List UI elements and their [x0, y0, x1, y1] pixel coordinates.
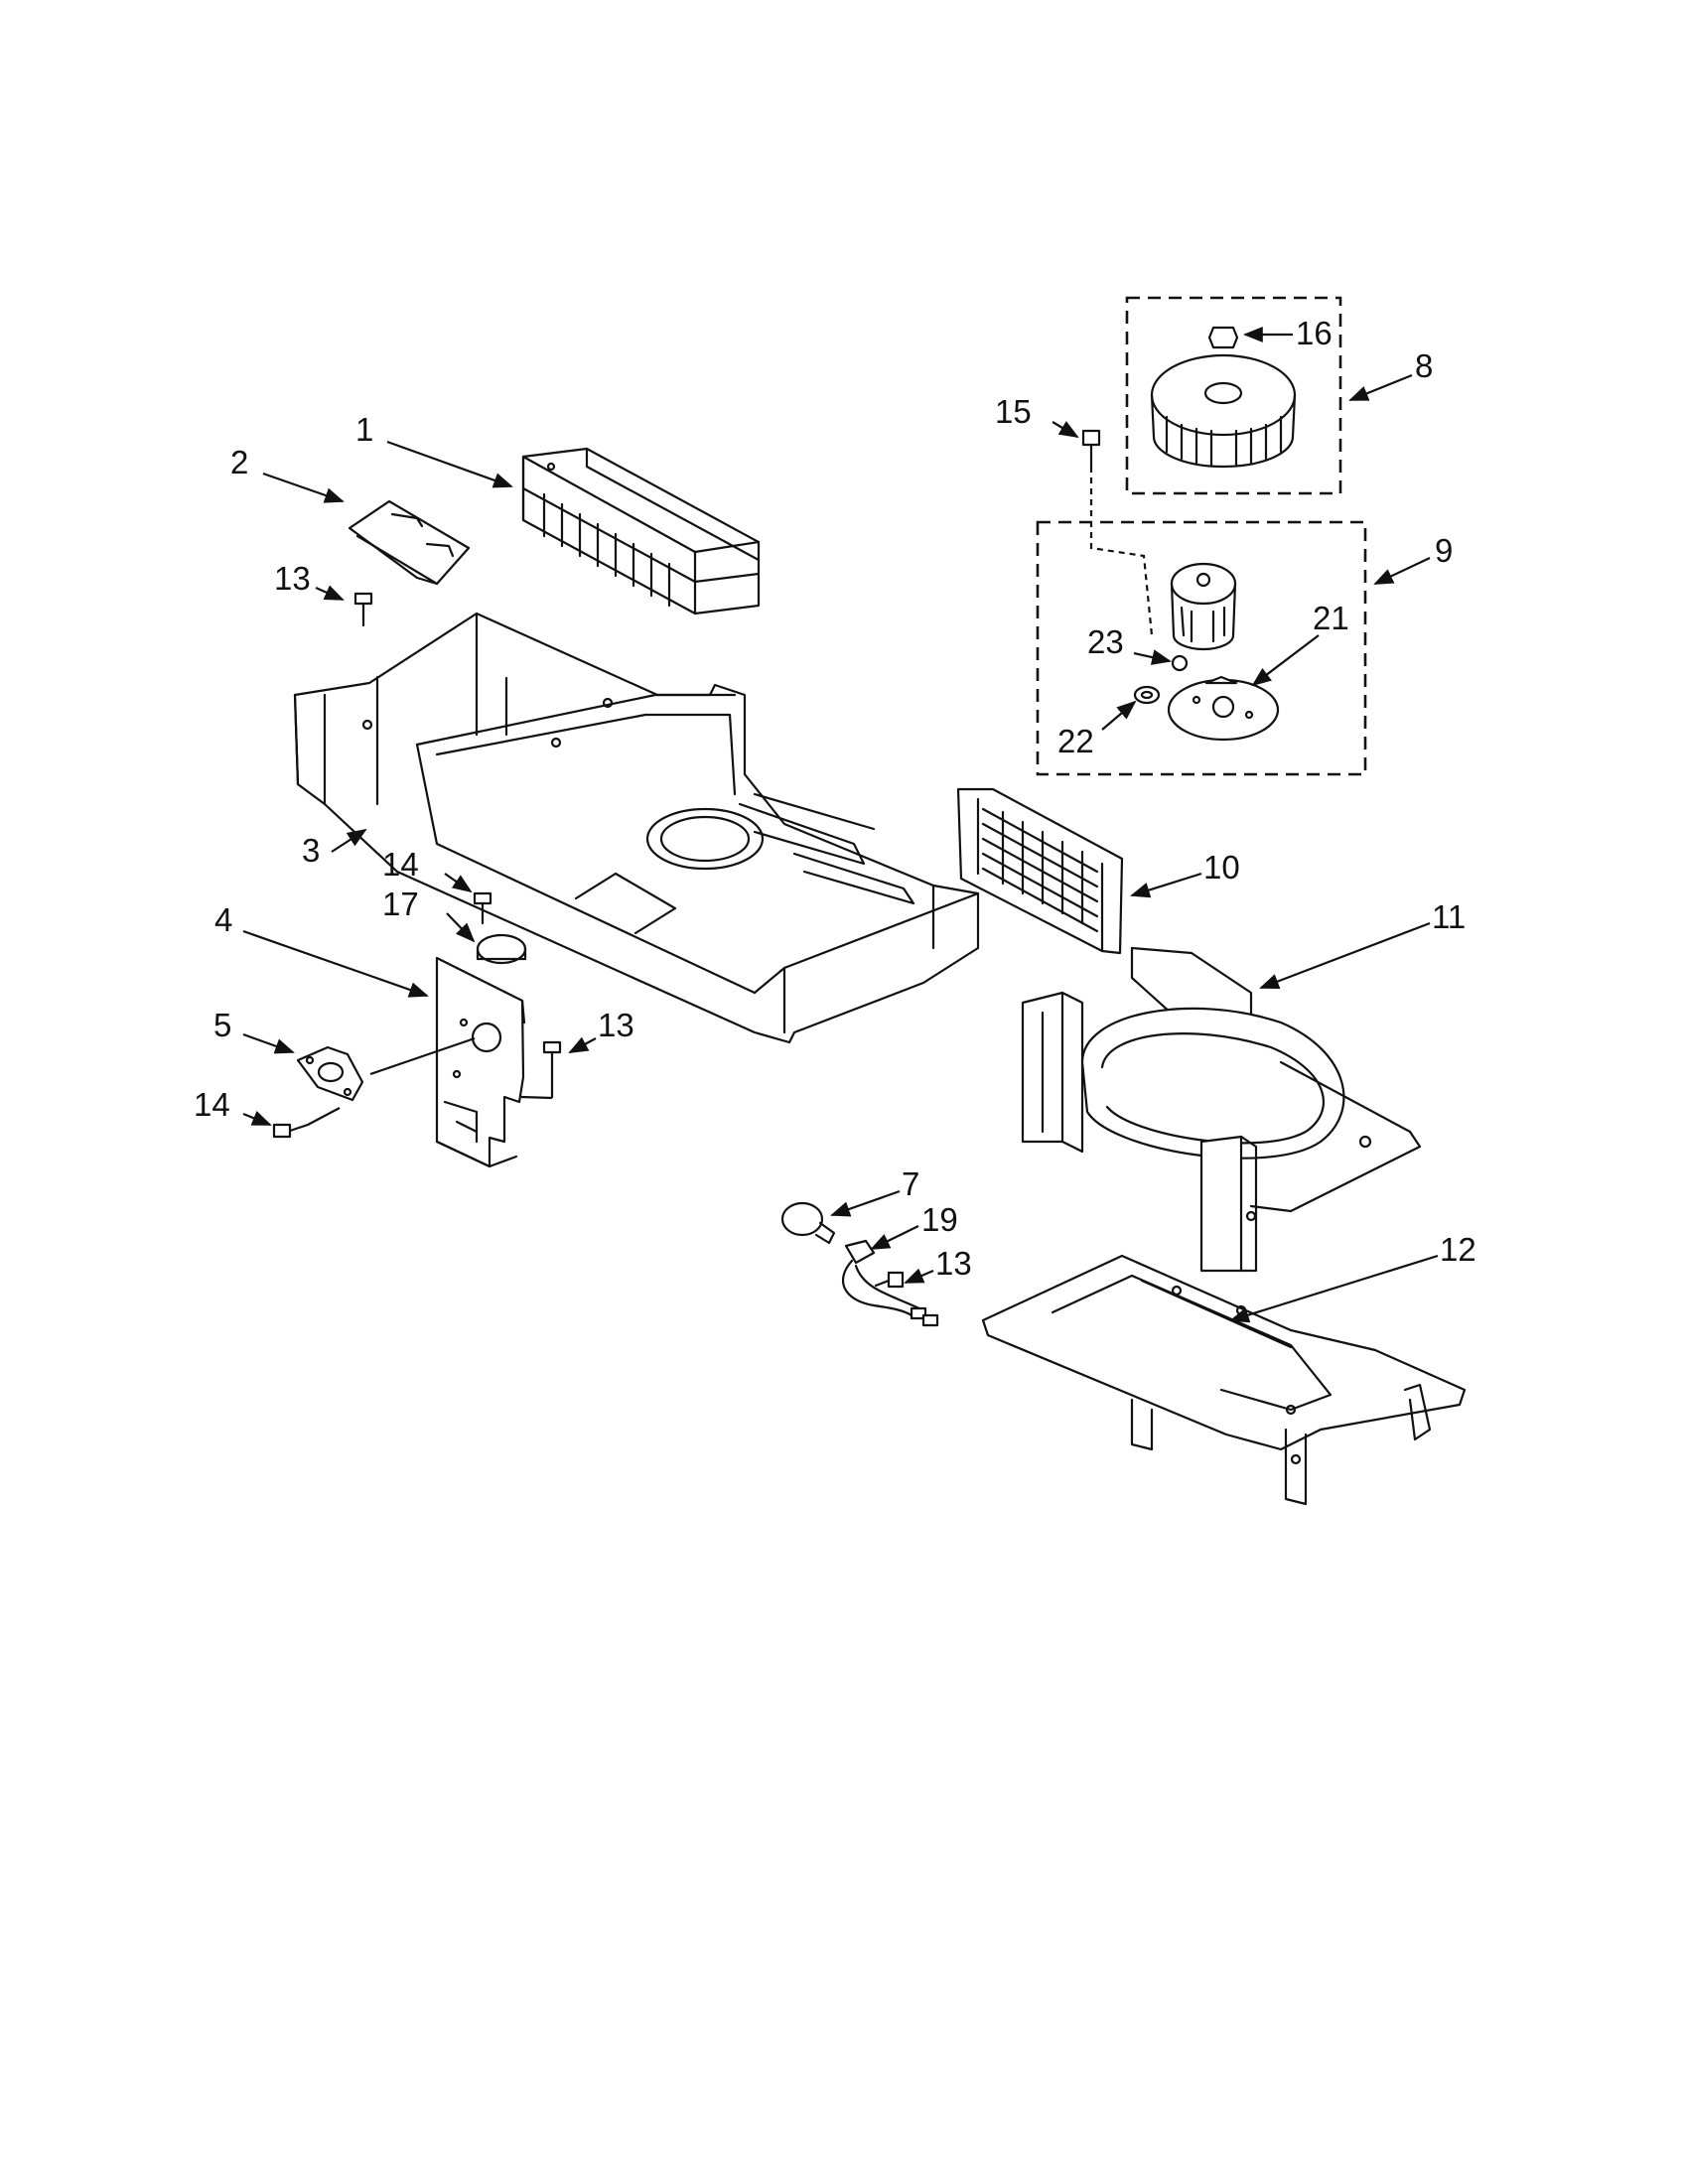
part-23-nut — [1171, 654, 1189, 672]
callout-13-top: 13 — [274, 560, 311, 597]
callout-13-harness: 13 — [935, 1245, 972, 1282]
callout-10: 10 — [1203, 849, 1240, 886]
callout-13-bracket: 13 — [598, 1007, 634, 1043]
part-8-group-box — [1125, 296, 1342, 495]
part-17-thermal-switch — [476, 933, 527, 965]
callout-5: 5 — [213, 1007, 231, 1043]
part-3-main-duct-tray — [293, 612, 980, 1044]
callout-14-upper: 14 — [382, 846, 419, 883]
callout-11: 11 — [1432, 898, 1466, 935]
part-9-group-box — [1036, 520, 1367, 776]
screw-13-bracket — [542, 1040, 562, 1074]
callout-19: 19 — [921, 1201, 958, 1238]
callout-22: 22 — [1057, 723, 1094, 759]
callout-15: 15 — [995, 393, 1032, 430]
part-16-nut — [1207, 326, 1239, 349]
screw-13-top — [353, 592, 373, 627]
callout-9: 9 — [1435, 532, 1453, 569]
part-21-motor-plate — [1167, 675, 1280, 742]
callout-16: 16 — [1296, 315, 1333, 351]
part-1-louver-box — [521, 447, 761, 615]
part-5-mounting-plate — [296, 1045, 364, 1102]
callout-4: 4 — [214, 901, 232, 938]
callout-labels: 1 2 3 4 5 7 8 9 10 11 12 13 13 13 14 14 … — [194, 315, 1476, 1282]
callout-7: 7 — [902, 1165, 919, 1202]
callout-2: 2 — [230, 444, 248, 480]
part-15-screw — [1081, 429, 1101, 469]
part-8-blower-wheel — [1150, 353, 1297, 469]
part-7-light-bulb — [780, 1201, 836, 1245]
part-22-washer — [1133, 685, 1161, 705]
callout-17: 17 — [382, 886, 419, 922]
part-19-lamp-socket-harness — [841, 1239, 939, 1327]
screw-13-harness — [874, 1271, 905, 1289]
part-9-motor — [1170, 562, 1237, 651]
part-2-damper-flap — [348, 499, 471, 586]
screw-14-upper — [473, 891, 492, 925]
callout-23: 23 — [1087, 623, 1124, 660]
part-4-bracket — [435, 956, 526, 1168]
screw-14-lower — [272, 1123, 310, 1139]
callout-21: 21 — [1313, 600, 1349, 636]
callout-1: 1 — [355, 411, 373, 448]
part-11-blower-housing — [1021, 946, 1422, 1273]
callout-14-lower: 14 — [194, 1086, 230, 1123]
callout-12: 12 — [1440, 1231, 1476, 1268]
leader-lines — [242, 327, 1439, 1323]
callout-3: 3 — [302, 832, 320, 869]
callout-8: 8 — [1415, 347, 1433, 384]
part-12-base-plate — [981, 1254, 1467, 1506]
motor-screw-dashed-leader — [1089, 467, 1154, 636]
part-10-grease-filter — [956, 787, 1124, 955]
